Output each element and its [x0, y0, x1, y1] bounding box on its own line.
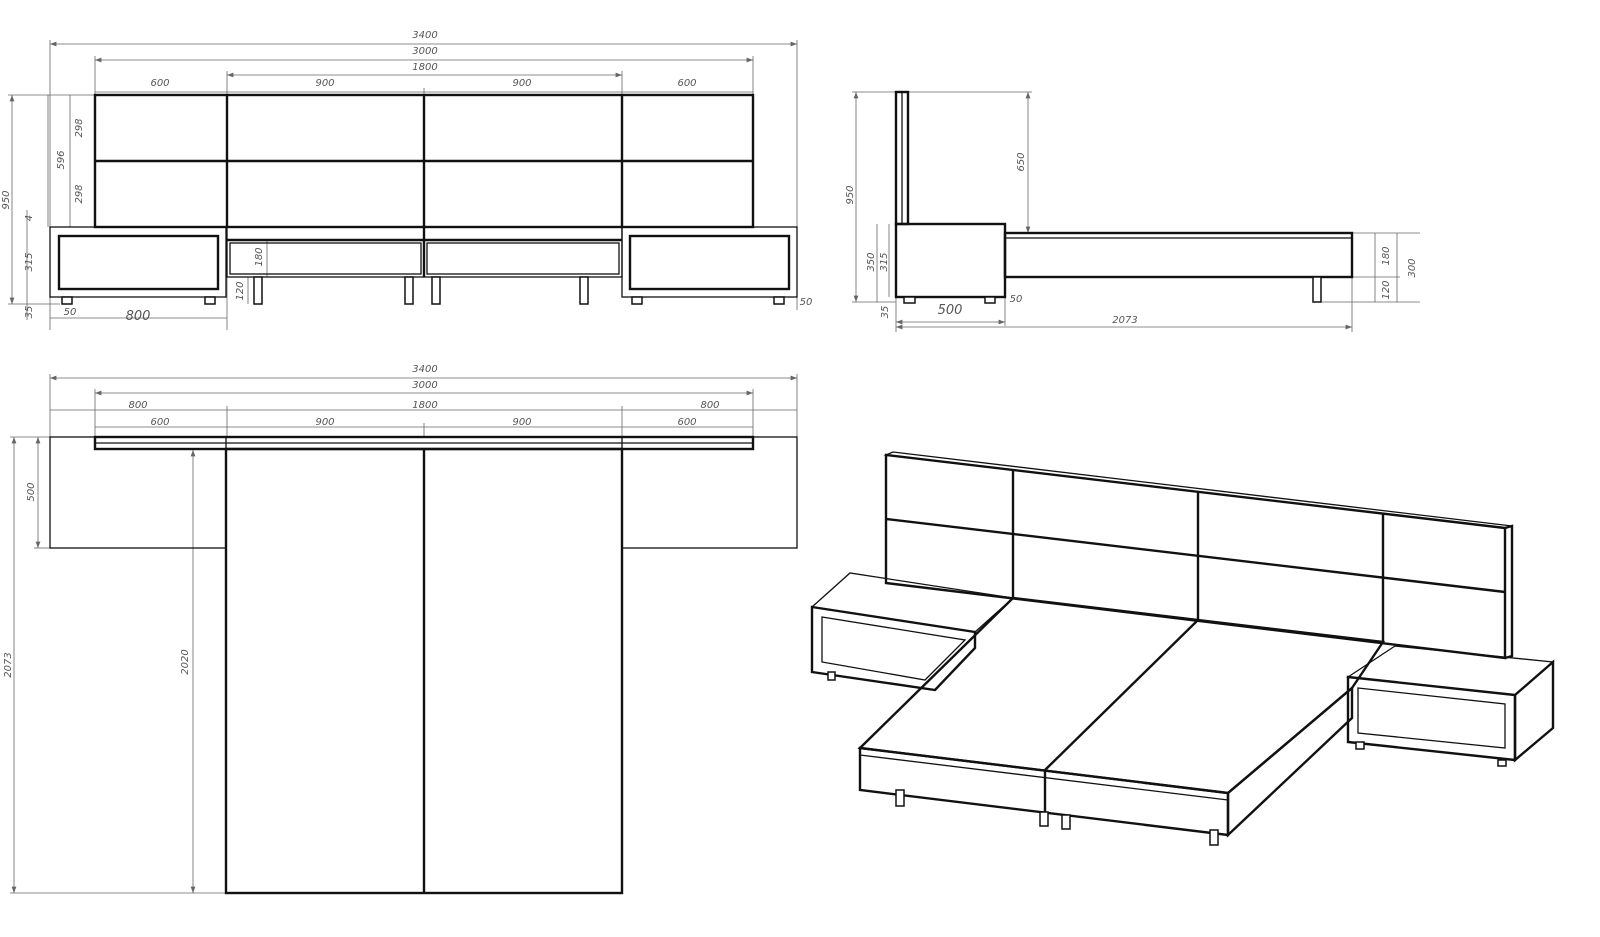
dim-top-nightstand-right: 800 — [700, 400, 719, 411]
side-nightstand — [894, 222, 1007, 304]
dim-row-top: 298 — [74, 118, 85, 137]
dim-top-panel-left: 600 — [150, 417, 169, 428]
side-dimension-labels: 950 650 350 315 35 500 50 2073 180 300 1… — [845, 152, 1418, 326]
dim-top-panel-right: 600 — [677, 417, 696, 428]
dim-side-leg-height: 120 — [1381, 280, 1392, 299]
dim-top-panel-mid2: 900 — [512, 417, 531, 428]
front-dimension-labels: 3400 3000 1800 600 900 900 600 950 596 2… — [1, 30, 812, 324]
top-view: 3400 3000 800 1800 800 600 900 900 600 5… — [3, 364, 798, 895]
dim-side-foot-inset: 50 — [1010, 294, 1023, 305]
side-headboard — [894, 90, 910, 226]
dim-foot-inset: 50 — [64, 307, 77, 318]
side-dimension-lines — [852, 91, 1420, 332]
dim-total-height: 950 — [1, 190, 12, 209]
dim-top-panel-mid1: 900 — [315, 417, 334, 428]
dim-panel-left: 600 — [150, 78, 169, 89]
top-headboard — [93, 435, 755, 451]
dim-side-frame-height: 180 — [1381, 246, 1392, 265]
iso-bed — [857, 596, 1386, 846]
iso-nightstand-right — [1346, 645, 1555, 767]
dim-bed-length: 2073 — [1112, 315, 1137, 326]
dim-frame-height: 180 — [254, 247, 265, 266]
dim-top-nightstand-left: 800 — [128, 400, 147, 411]
dim-headboard-width: 3000 — [412, 46, 437, 57]
dim-row-bottom: 298 — [74, 184, 85, 203]
front-dimension-lines — [8, 40, 798, 330]
dim-side-nightstand-height: 315 — [879, 252, 890, 271]
dim-top-headboard-width: 3000 — [412, 380, 437, 391]
isometric-view — [810, 451, 1555, 846]
dim-nightstand-total: 350 — [866, 252, 877, 271]
top-bed-frame — [224, 447, 624, 895]
dim-top-nightstand-depth: 500 — [26, 482, 37, 501]
dim-panel-mid1: 900 — [315, 78, 334, 89]
front-nightstand-right — [621, 226, 798, 305]
front-nightstand-left — [49, 226, 227, 305]
iso-nightstand-left — [810, 572, 1015, 692]
front-view: 3400 3000 1800 600 900 900 600 950 596 2… — [1, 30, 812, 330]
dim-nightstand-width: 800 — [126, 309, 151, 324]
dim-panel-mid2: 900 — [512, 78, 531, 89]
front-headboard — [93, 93, 755, 229]
dim-foot-inset-right: 50 — [800, 297, 813, 308]
side-view: 950 650 350 315 35 500 50 2073 180 300 1… — [845, 90, 1420, 332]
dim-top-total-length: 2073 — [3, 652, 14, 677]
dim-headboard-above: 650 — [1016, 152, 1027, 171]
dim-top-bed-length: 2020 — [180, 649, 191, 674]
dim-nightstand-depth: 500 — [938, 303, 963, 318]
dim-top-total-width: 3400 — [412, 364, 437, 375]
dim-panel-right: 600 — [677, 78, 696, 89]
dim-gap: 4 — [24, 215, 35, 221]
dim-foot-height: 35 — [24, 306, 35, 319]
front-bed-frame — [226, 226, 623, 305]
dim-nightstand-height: 315 — [24, 252, 35, 271]
dim-leg-height: 120 — [235, 281, 246, 300]
dim-bed-width: 1800 — [412, 62, 437, 73]
dim-side-total-height: 950 — [845, 185, 856, 204]
dim-panel-height: 596 — [56, 150, 67, 169]
dim-top-bed-width: 1800 — [412, 400, 437, 411]
dim-side-foot-height: 35 — [880, 306, 891, 319]
side-bed-frame — [1003, 231, 1354, 303]
dim-total-width: 3400 — [412, 30, 437, 41]
top-dimension-lines — [10, 374, 798, 894]
dim-bed-height: 300 — [1407, 258, 1418, 277]
top-dimension-labels: 3400 3000 800 1800 800 600 900 900 600 5… — [3, 364, 720, 678]
